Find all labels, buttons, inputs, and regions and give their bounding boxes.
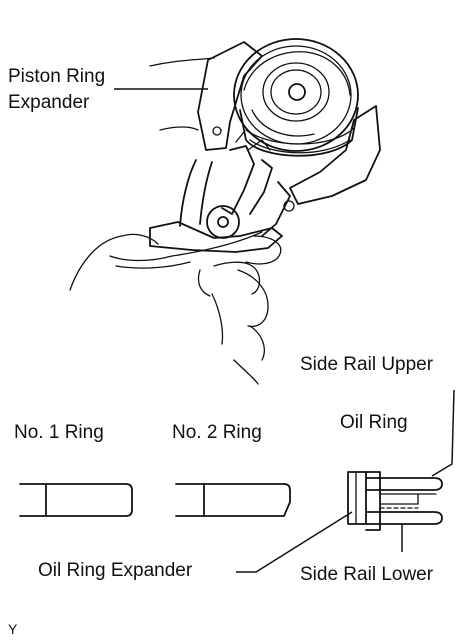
oil-ring-section xyxy=(347,471,443,531)
label-no1-ring: No. 1 Ring xyxy=(14,422,104,443)
label-side-rail-upper: Side Rail Upper xyxy=(300,354,434,375)
piston-outer xyxy=(233,38,359,152)
label-piston-ring-expander-2: Expander xyxy=(8,92,90,113)
piston-center xyxy=(288,83,306,101)
leader-oil-ring-expander xyxy=(236,511,353,573)
label-oil-ring-expander: Oil Ring Expander xyxy=(38,560,193,581)
label-piston-ring-expander-1: Piston Ring xyxy=(8,66,106,87)
pivot-knob xyxy=(206,205,240,239)
label-oil-ring: Oil Ring xyxy=(340,412,408,433)
leader-side-rail-upper xyxy=(431,389,455,477)
label-side-rail-lower: Side Rail Lower xyxy=(300,564,434,585)
no2-ring-section xyxy=(175,483,291,517)
hands xyxy=(69,57,282,385)
corner-mark: Y xyxy=(8,621,18,637)
no1-ring-section xyxy=(19,483,133,517)
ring-expander-tool xyxy=(149,41,381,253)
label-no2-ring: No. 2 Ring xyxy=(172,422,262,443)
piston-illustration xyxy=(233,38,359,157)
